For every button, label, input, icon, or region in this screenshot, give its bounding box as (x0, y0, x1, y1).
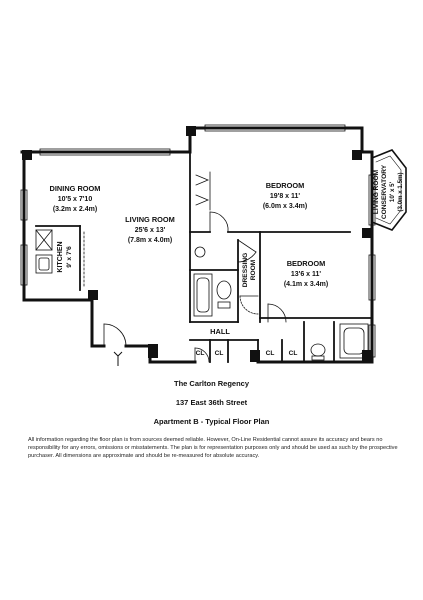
kitchen-name: KITCHEN (57, 241, 64, 272)
disclaimer-text: All information regarding the floor plan… (28, 437, 398, 459)
conservatory-imperial: 10' x 5' (389, 181, 396, 202)
dining-room-name: DINING ROOM (50, 184, 101, 193)
doors (103, 211, 287, 363)
kitchen-imperial: 9' x 7'6 (66, 246, 73, 268)
living-room-name: LIVING ROOM (125, 215, 175, 224)
bedroom-2-name: BEDROOM (287, 259, 326, 268)
closet-label-3: CL (266, 350, 275, 357)
bedroom-1-imperial: 19'8 x 11' (270, 193, 301, 200)
closet-label-4: CL (289, 350, 298, 357)
unit-title: Apartment B - Typical Floor Plan (153, 417, 270, 426)
hall-label: HALL (210, 327, 230, 336)
exterior-walls (20, 126, 374, 364)
bedroom-1-name: BEDROOM (266, 181, 305, 190)
living-room-metric: (7.8m x 4.0m) (128, 237, 172, 244)
conservatory-line-1: LIVING ROOM (373, 169, 380, 214)
dressing-room-line-2: ROOM (250, 259, 257, 280)
kitchen-fixtures (35, 229, 85, 287)
closet-label-1: CL (196, 350, 205, 357)
floor-plan: DINING ROOM 10'5 x 7'10 (3.2m x 2.4m) LI… (20, 124, 407, 366)
room-labels: DINING ROOM 10'5 x 7'10 (3.2m x 2.4m) LI… (50, 164, 404, 357)
closet-doors (195, 171, 211, 211)
interior-walls (35, 151, 373, 363)
building-address: 137 East 36th Street (175, 398, 248, 407)
structural-columns (22, 126, 372, 362)
entry-arrow-icon (113, 351, 123, 366)
conservatory-line-2: CONSERVATORY (381, 164, 388, 219)
bedroom-2-metric: (4.1m x 3.4m) (284, 281, 328, 288)
living-room-imperial: 25'6 x 13' (135, 227, 166, 234)
dressing-room-line-1: DRESSING (242, 253, 249, 287)
dining-room-imperial: 10'5 x 7'10 (58, 196, 93, 203)
bedroom-1-metric: (6.0m x 3.4m) (263, 203, 307, 210)
bedroom-2-imperial: 13'6 x 11' (291, 271, 322, 278)
windows (20, 124, 376, 358)
building-name: The Carlton Regency (173, 379, 249, 388)
dining-room-metric: (3.2m x 2.4m) (53, 206, 97, 213)
conservatory-metric: (3.0m x 1.5m) (397, 172, 404, 211)
closet-label-2: CL (215, 350, 224, 357)
conservatory-bay (370, 149, 407, 231)
bathroom-fixtures (193, 246, 369, 361)
